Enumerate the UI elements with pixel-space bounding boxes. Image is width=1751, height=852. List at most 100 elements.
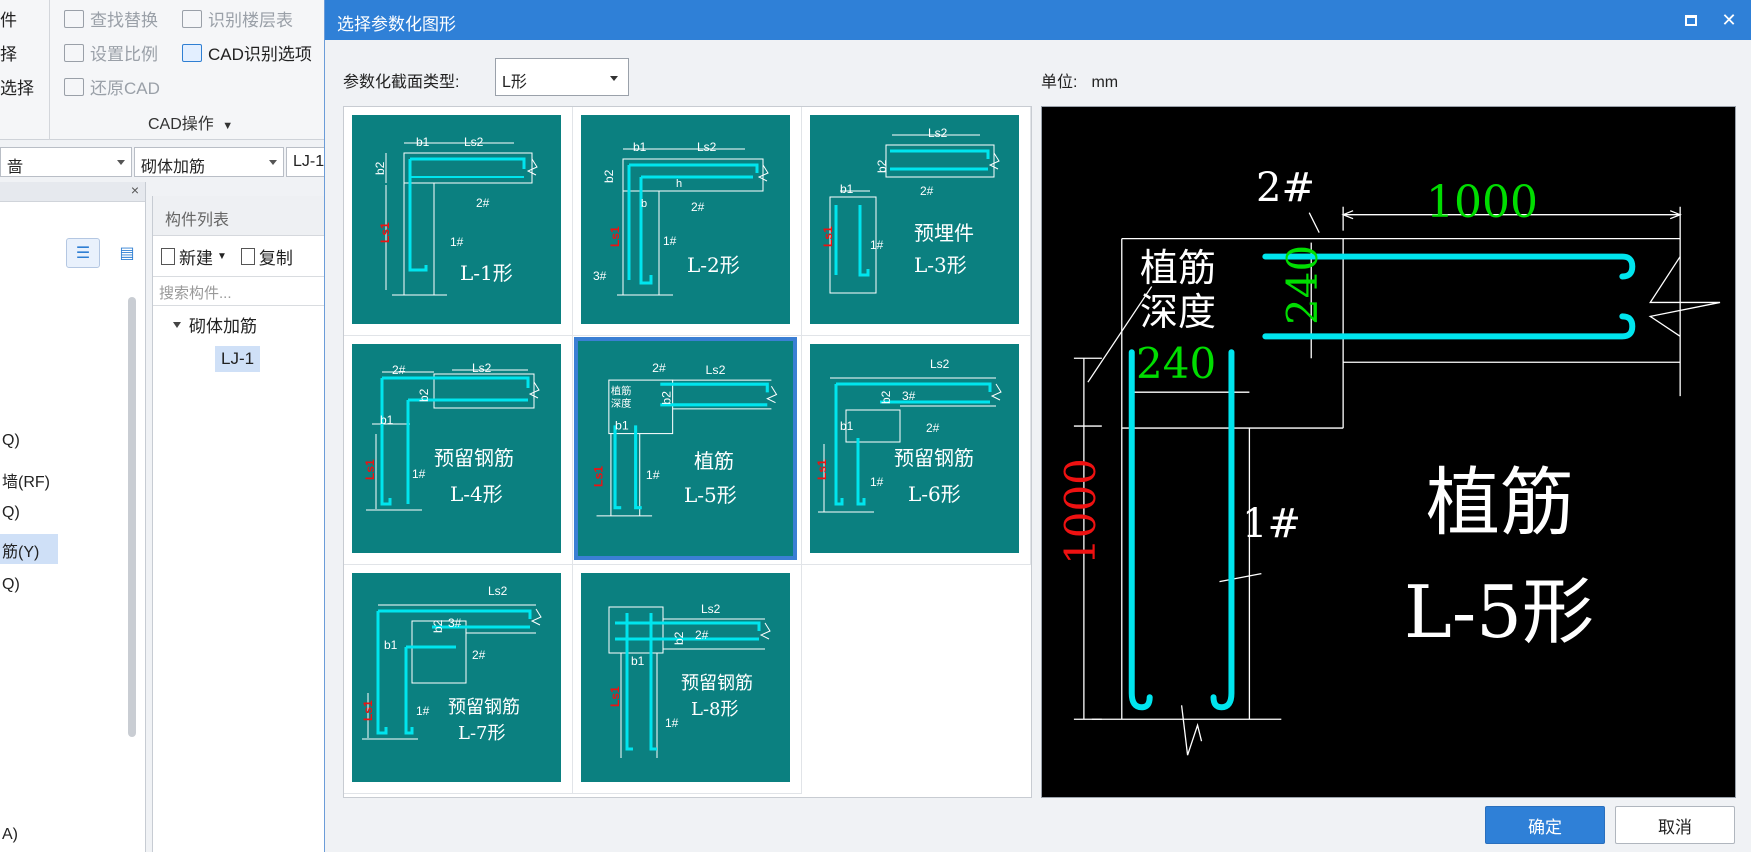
label-b2: b2	[672, 631, 686, 645]
tree-node-root[interactable]: 砌体加筋	[173, 312, 257, 337]
tree-node-selected[interactable]: LJ-1	[215, 346, 261, 372]
component-combo[interactable]: LJ-1	[286, 147, 326, 177]
shape-l6-drawing: Ls2 b2 3# 2# b1 Ls1 1#	[815, 357, 1002, 513]
nav-item[interactable]: 墙(RF)	[2, 474, 50, 491]
cad-options-label: CAD识别选项	[208, 45, 312, 64]
label-b2: b2	[417, 388, 431, 402]
label-bar2: 2#	[926, 421, 940, 435]
close-icon[interactable]: ×	[130, 182, 139, 198]
shape-l1-drawing: b1 Ls2 b2 Ls1 2# 1#	[373, 135, 538, 296]
nav-item[interactable]: Q)	[2, 576, 20, 593]
dim-b1-value: 240	[1136, 339, 1217, 388]
list-view-icon[interactable]: ☰	[66, 238, 100, 268]
component-type-combo[interactable]: 砌体加筋	[134, 147, 284, 177]
label-ls2: Ls2	[464, 135, 484, 149]
dim-b2-value: 240	[1278, 244, 1327, 325]
bar-top-label: 2#	[1256, 165, 1315, 211]
label-ls2: Ls2	[930, 357, 950, 371]
maximize-button[interactable]	[1673, 0, 1709, 40]
label-bar2: 2#	[920, 184, 934, 198]
floor-combo[interactable]: 啬	[0, 147, 132, 177]
unit-label: 单位:mm	[1041, 68, 1118, 92]
shape-option-l2[interactable]: b1 Ls2 b2 Ls1 b h 2# 1# 3# L-2形	[573, 107, 802, 336]
ok-button[interactable]: 确定	[1485, 806, 1605, 844]
collapse-triangle-icon[interactable]	[173, 321, 181, 328]
nav-item[interactable]: Q)	[2, 504, 20, 521]
label-ls2: Ls2	[472, 361, 492, 375]
close-icon: ✕	[1721, 9, 1737, 30]
depth-label-1: 植筋	[1140, 246, 1217, 290]
dim-left-value: 1000	[1056, 458, 1105, 565]
label-ls1: Ls1	[821, 226, 835, 247]
nav-item[interactable]: Q)	[2, 432, 20, 449]
shape-option-l1[interactable]: b1 Ls2 b2 Ls1 2# 1# L-1形	[344, 107, 573, 336]
label-b2: b2	[875, 159, 889, 173]
cad-options-icon	[182, 43, 202, 62]
identify-floor-table-button[interactable]: 识别楼层表	[182, 6, 293, 31]
label-b1: b1	[384, 638, 398, 652]
shape-thumbnail: Ls2 b2 2# b1 Ls1 1# 预留钢筋 L-8形	[581, 573, 790, 782]
label-depth-2: 深度	[611, 397, 632, 410]
shape-option-l7[interactable]: Ls2 b2 3# 2# b1 Ls1 1# 预留钢筋 L-7形	[344, 565, 573, 794]
restore-cad-button[interactable]: 还原CAD	[64, 74, 160, 99]
label-ls2: Ls2	[706, 363, 726, 377]
chevron-down-icon	[117, 160, 125, 165]
empty-cell	[802, 565, 1031, 794]
navigation-panel: × ☰ ▤ Q) 墙(RF) Q) 筋(Y) Q) A)	[0, 182, 146, 852]
set-scale-button[interactable]: 设置比例	[64, 40, 158, 65]
label-bar3: 3#	[902, 389, 916, 403]
shape-option-l3[interactable]: Ls2 b2 b1 Ls1 2# 1# 预埋件 L-3形	[802, 107, 1031, 336]
dim-top-value: 1000	[1426, 177, 1538, 228]
ribbon-left-item[interactable]: 择	[0, 45, 17, 64]
label-b1: b1	[416, 135, 430, 149]
section-type-value: L形	[502, 74, 527, 91]
new-button[interactable]: 新建 ▼	[161, 244, 227, 269]
close-button[interactable]: ✕	[1711, 0, 1747, 40]
chevron-down-icon	[610, 76, 618, 81]
label-ls1: Ls1	[592, 466, 606, 487]
find-replace-button[interactable]: 查找替换	[64, 6, 158, 31]
shape-option-l5[interactable]: 植筋 深度 2# Ls2 b2 b1 Ls1 1# 植筋 L-5形	[573, 336, 802, 565]
scrollbar[interactable]	[128, 297, 136, 737]
shape-thumbnail: Ls2 b2 3# 2# b1 Ls1 1# 预留钢筋 L-6形	[810, 344, 1019, 553]
shape-thumbnail: Ls2 b2 3# 2# b1 Ls1 1# 预留钢筋 L-7形	[352, 573, 561, 782]
copy-button[interactable]: 复制	[240, 244, 293, 269]
copy-icon	[240, 247, 255, 265]
ribbon: 件 择 选择 查找替换 识别楼层表 设置比例 CAD识别选项 还原CAD CAD…	[0, 0, 330, 140]
component-list-title: 构件列表	[153, 196, 324, 236]
copy-label: 复制	[258, 248, 293, 268]
grid-view-icon[interactable]: ▤	[119, 245, 135, 262]
nav-item[interactable]: A)	[2, 826, 18, 843]
ribbon-left-group: 件 择 选择	[0, 0, 50, 140]
ribbon-left-item[interactable]: 件	[0, 11, 17, 30]
identify-floor-table-label: 识别楼层表	[208, 11, 293, 30]
tree-root-label: 砌体加筋	[189, 317, 257, 336]
shape-name: L-2形	[687, 253, 740, 277]
shape-subtitle: 预埋件	[914, 221, 974, 245]
shape-l2-drawing: b1 Ls2 b2 Ls1 b h 2# 1# 3#	[593, 140, 769, 296]
chevron-down-icon: ▼	[217, 250, 227, 262]
label-bar1: 1#	[870, 475, 884, 489]
label-b2: b2	[602, 169, 616, 183]
label-bar1: 1#	[665, 716, 679, 730]
component-search-input[interactable]: 搜索构件...	[153, 276, 324, 306]
section-type-select[interactable]: L形	[495, 58, 629, 96]
cad-operations-group-label[interactable]: CAD操作 ▼	[148, 110, 233, 134]
shape-preview: 1000 240 240 1000 2# 1# 植筋 深度 植筋 L-5形	[1041, 106, 1736, 798]
nav-item-selected[interactable]: 筋(Y)	[0, 534, 58, 564]
shape-option-l6[interactable]: Ls2 b2 3# 2# b1 Ls1 1# 预留钢筋 L-6形	[802, 336, 1031, 565]
label-b1: b1	[840, 419, 854, 433]
shape-thumbnail-selected: 植筋 深度 2# Ls2 b2 b1 Ls1 1# 植筋 L-5形	[574, 337, 797, 560]
cad-options-button[interactable]: CAD识别选项	[182, 40, 312, 65]
cancel-button[interactable]: 取消	[1615, 806, 1735, 844]
unit-value: mm	[1091, 74, 1119, 91]
shape-option-l8[interactable]: Ls2 b2 2# b1 Ls1 1# 预留钢筋 L-8形	[573, 565, 802, 794]
label-bar1: 1#	[416, 704, 430, 718]
ribbon-left-item[interactable]: 选择	[0, 79, 34, 98]
shape-option-l4[interactable]: 2# Ls2 b2 b1 Ls1 1# 预留钢筋 L-4形	[344, 336, 573, 565]
label-bar3: 3#	[593, 269, 607, 283]
shape-subtitle: 预留钢筋	[894, 446, 974, 470]
label-bar2: 2#	[476, 196, 490, 210]
label-ls1: Ls1	[608, 226, 622, 247]
view-toggle: ☰ ▤	[66, 238, 144, 268]
